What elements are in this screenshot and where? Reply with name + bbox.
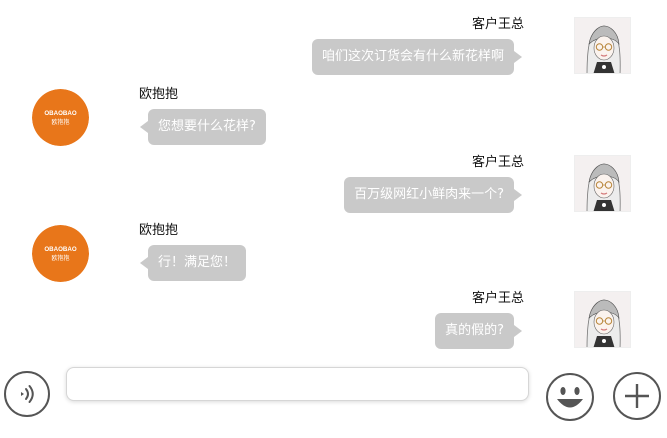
obaobao-avatar[interactable]: OBAOBAO 欧抱抱	[32, 225, 89, 282]
message-row: 客户王总 百万级网红小鲜肉来一个?	[0, 155, 667, 225]
sender-name: 欧抱抱	[139, 87, 179, 102]
sketch-girl-avatar-icon	[575, 18, 630, 73]
user-avatar[interactable]	[574, 17, 631, 74]
sender-name: 欧抱抱	[139, 223, 179, 238]
message-bubble[interactable]: 咱们这次订货会有什么新花样啊	[311, 39, 523, 75]
voice-button[interactable]	[4, 371, 50, 417]
sketch-girl-avatar-icon	[575, 156, 630, 211]
emoji-button[interactable]	[545, 372, 595, 422]
message-row: OBAOBAO 欧抱抱 欧抱抱 您想要什么花样?	[0, 87, 667, 157]
input-toolbar	[0, 360, 667, 438]
sender-name: 客户王总	[471, 155, 524, 170]
sketch-girl-avatar-icon	[575, 292, 630, 347]
obaobao-avatar[interactable]: OBAOBAO 欧抱抱	[32, 89, 89, 146]
message-row: OBAOBAO 欧抱抱 欧抱抱 行！满足您！	[0, 223, 667, 293]
message-bubble[interactable]: 您想要什么花样?	[140, 109, 266, 145]
svg-text:欧抱抱: 欧抱抱	[51, 118, 69, 126]
svg-text:欧抱抱: 欧抱抱	[51, 254, 69, 262]
more-button[interactable]	[613, 372, 661, 420]
svg-text:OBAOBAO: OBAOBAO	[44, 246, 76, 253]
sender-name: 客户王总	[471, 291, 524, 306]
obaobao-logo-icon: OBAOBAO 欧抱抱	[32, 225, 89, 282]
sender-name: 客户王总	[471, 17, 524, 32]
message-row: 客户王总 真的假的?	[0, 291, 667, 361]
message-bubble[interactable]: 真的假的?	[435, 313, 522, 349]
obaobao-logo-icon: OBAOBAO 欧抱抱	[32, 89, 89, 146]
message-bubble[interactable]: 行！满足您！	[139, 245, 247, 281]
voice-icon	[21, 385, 34, 403]
chat-area: 客户王总 咱们这次订货会有什么新花样啊 OBAOBAO 欧抱抱	[0, 17, 667, 361]
user-avatar[interactable]	[574, 291, 631, 348]
user-avatar[interactable]	[574, 155, 631, 212]
plus-icon	[625, 384, 649, 408]
svg-text:OBAOBAO: OBAOBAO	[44, 110, 76, 117]
message-input[interactable]	[66, 367, 529, 401]
emoji-icon	[546, 373, 594, 421]
message-row: 客户王总 咱们这次订货会有什么新花样啊	[0, 17, 667, 87]
message-bubble[interactable]: 百万级网红小鲜肉来一个?	[344, 177, 522, 213]
